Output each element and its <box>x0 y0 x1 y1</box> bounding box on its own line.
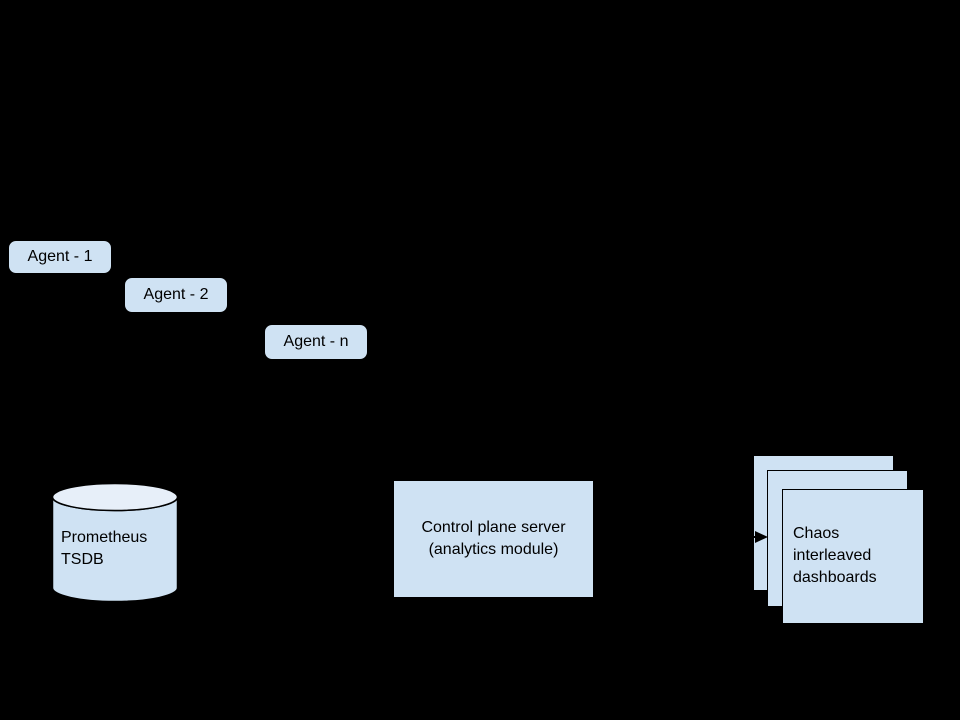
control-plane-label-line-1: Control plane server <box>421 519 566 536</box>
arrowhead-icon <box>755 531 768 543</box>
control-plane-label-line-2: (analytics module) <box>428 541 559 558</box>
agent-2-label: Agent - 2 <box>143 286 209 303</box>
dashboards-label-line-2: interleaved <box>793 547 872 564</box>
prometheus-tsdb-label: Prometheus TSDB <box>61 527 173 571</box>
agent-n-label: Agent - n <box>283 333 349 350</box>
tsdb-label-line-2: TSDB <box>61 551 104 568</box>
database-cylinder-icon <box>51 482 179 603</box>
node-agent-n: Agent - n <box>264 324 368 360</box>
dashboards-label-line-1: Chaos <box>793 525 840 542</box>
node-agent-2: Agent - 2 <box>124 277 228 313</box>
chaos-dashboards-label: Chaos interleaved dashboards <box>783 490 923 589</box>
dashboards-label-line-3: dashboards <box>793 569 877 586</box>
arrow-control-plane-to-dashboards <box>595 531 768 543</box>
node-prometheus-tsdb <box>51 482 179 603</box>
cylinder-top <box>51 482 179 512</box>
agent-1-label: Agent - 1 <box>27 248 93 265</box>
node-control-plane-server: Control plane server (analytics module) <box>393 480 594 598</box>
node-chaos-dashboards: Chaos interleaved dashboards <box>782 489 924 624</box>
tsdb-label-line-1: Prometheus <box>61 529 148 546</box>
node-agent-1: Agent - 1 <box>8 240 112 274</box>
